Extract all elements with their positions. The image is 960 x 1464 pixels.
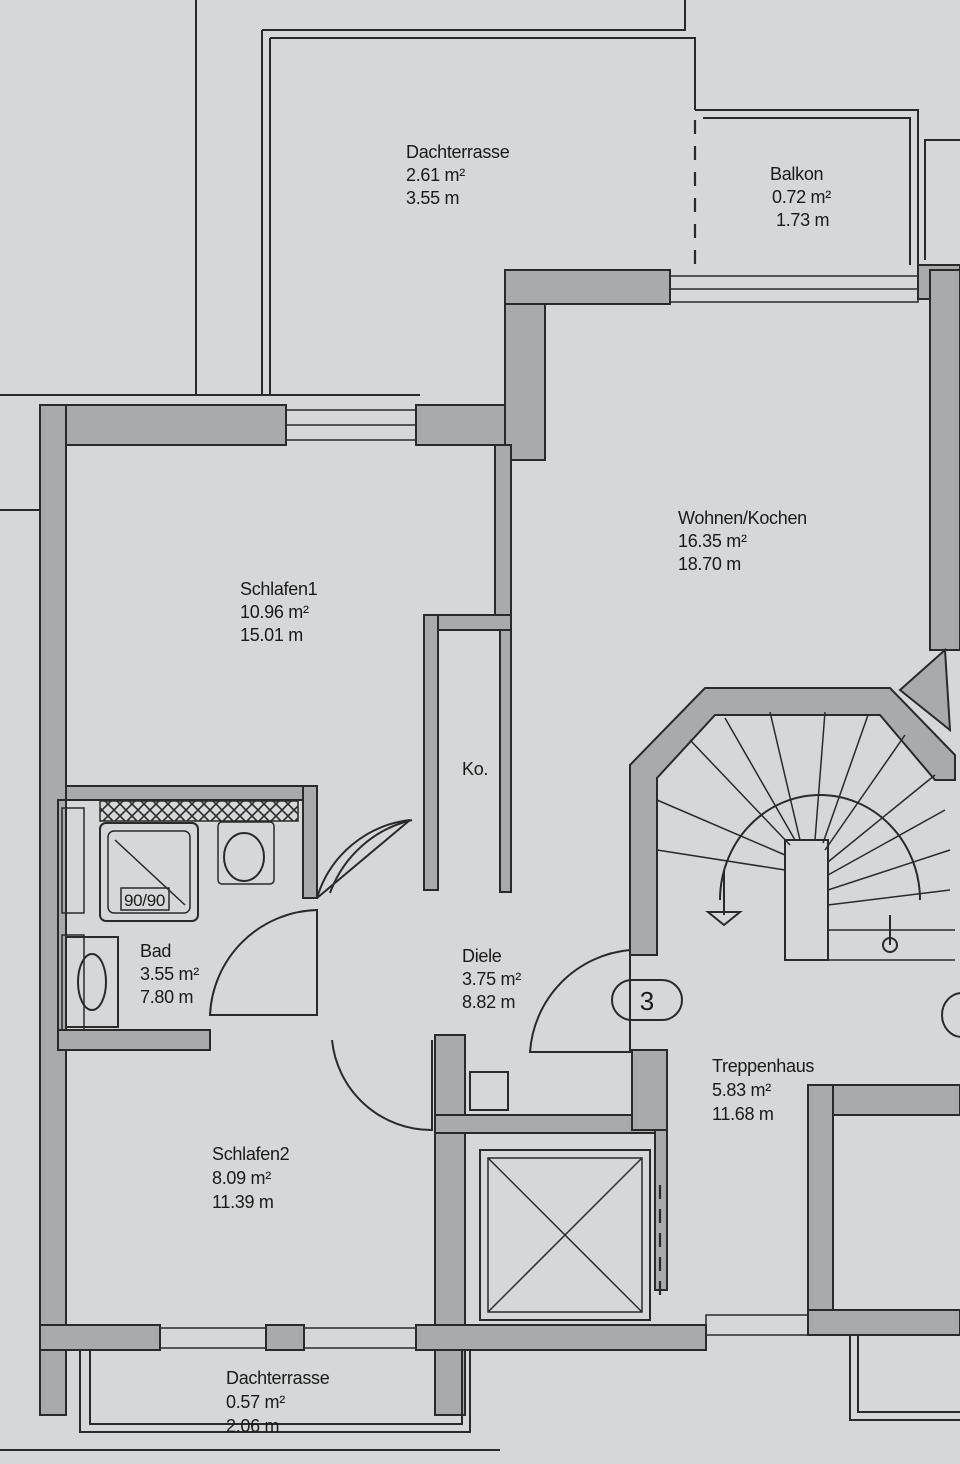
room-area-wohnen-kochen: 16.35 m² [678, 531, 747, 551]
door-swings [208, 819, 631, 1132]
bathtub-basin [65, 936, 119, 1028]
room-name-diele: Diele [462, 946, 502, 966]
room-perimeter-schlafen2: 11.39 m [212, 1192, 274, 1212]
room-name-schlafen1: Schlafen1 [240, 579, 318, 599]
room-labels: Dachterrasse 2.61 m² 3.55 m Balkon 0.72 … [140, 142, 832, 1436]
room-perimeter-treppenhaus: 11.68 m [712, 1104, 774, 1124]
room-area-balkon: 0.72 m² [772, 187, 831, 207]
room-perimeter-diele: 8.82 m [462, 992, 515, 1012]
round-fixture [941, 992, 960, 1038]
room-name-treppenhaus: Treppenhaus [712, 1056, 814, 1076]
room-area-schlafen1: 10.96 m² [240, 602, 309, 622]
unit-number-badge: 3 [611, 979, 683, 1021]
walls [39, 264, 960, 1416]
room-perimeter-dachterrasse-top: 3.55 m [406, 188, 459, 208]
room-perimeter-wohnen-kochen: 18.70 m [678, 554, 741, 574]
room-area-diele: 3.75 m² [462, 969, 521, 989]
room-area-bad: 3.55 m² [140, 964, 199, 984]
staircase [656, 711, 955, 961]
room-perimeter-dachterrasse-bottom: 2.06 m [226, 1416, 279, 1436]
room-area-treppenhaus: 5.83 m² [712, 1080, 771, 1100]
room-name-kammer: Ko. [462, 759, 488, 779]
room-perimeter-schlafen1: 15.01 m [240, 625, 303, 645]
room-name-dachterrasse-top: Dachterrasse [406, 142, 510, 162]
toilet-tank [217, 821, 275, 885]
room-name-wohnen-kochen: Wohnen/Kochen [678, 508, 807, 528]
unit-number: 3 [640, 986, 654, 1016]
room-name-balkon: Balkon [770, 164, 823, 184]
shower-size-label: 90/90 [124, 891, 165, 910]
upper-terrace-outline [0, 0, 960, 511]
shower-tray [99, 822, 199, 922]
room-perimeter-bad: 7.80 m [140, 987, 193, 1007]
toilet-bowl [223, 832, 265, 882]
room-name-schlafen2: Schlafen2 [212, 1144, 290, 1164]
room-area-schlafen2: 8.09 m² [212, 1168, 271, 1188]
room-perimeter-balkon: 1.73 m [776, 210, 829, 230]
windows [61, 275, 919, 1349]
room-name-bad: Bad [140, 941, 171, 961]
room-area-dachterrasse-top: 2.61 m² [406, 165, 465, 185]
room-area-dachterrasse-bottom: 0.57 m² [226, 1392, 285, 1412]
bath-fixtures: 90/90 [65, 800, 299, 1028]
lower-terrace-outline [0, 1335, 960, 1451]
elevator-shaft [469, 1071, 662, 1321]
room-name-dachterrasse-bottom: Dachterrasse [226, 1368, 330, 1388]
